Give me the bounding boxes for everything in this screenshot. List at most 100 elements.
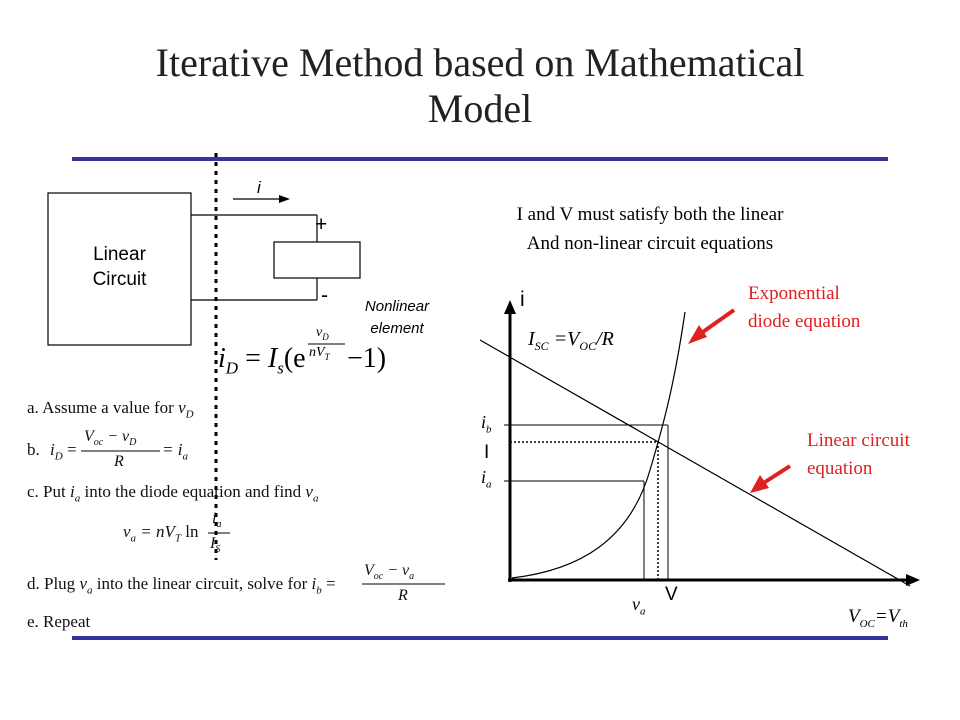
nonlinear-element-box (273, 241, 361, 279)
step-d-text2: into the linear circuit, solve for (92, 574, 312, 593)
step-b-rhs-sub: a (182, 450, 188, 463)
step-a-var: v (178, 398, 186, 417)
step-c-frac-num: ia (212, 510, 221, 530)
step-d-num-sub2: a (409, 571, 415, 583)
step-d-lhs-sub: b (316, 584, 322, 597)
step-b-rhs: = ia (162, 440, 188, 462)
ia-label-sub: a (486, 478, 492, 491)
ia-label: ia (481, 467, 492, 491)
isc-label-tail: /R (596, 328, 614, 350)
ia-label-var: i (481, 467, 487, 487)
step-d-eq: = (321, 574, 336, 593)
voc-label-sub: OC (859, 617, 875, 630)
diode-equation: iD = Is(e (218, 343, 306, 379)
step-b-den: R (114, 453, 124, 470)
step-c-frac-den-sub: S (215, 544, 221, 556)
linear-circuit-label-line2: Circuit (92, 269, 147, 290)
load-line (479, 339, 911, 587)
exp-note: Exponential diode equation (748, 280, 860, 336)
step-d-num: Voc − va (364, 562, 414, 582)
isc-label-sub: SC (534, 339, 549, 353)
top-rule (72, 157, 888, 161)
diode-exp-num: vD (316, 325, 329, 342)
step-c-eq-ln: ln (181, 522, 199, 541)
exp-note-line1: Exponential (748, 283, 840, 304)
step-d-text: d. Plug (27, 574, 80, 593)
step-c-eq-mid-sub: T (174, 532, 182, 545)
step-b-num-mid: − v (103, 428, 130, 445)
step-b-num-V: V (84, 428, 94, 445)
diode-exp-den-sub: T (324, 351, 330, 362)
slide-title-line2: Model (427, 86, 533, 131)
diode-exp-den-var: nV (309, 345, 325, 360)
step-c-text: c. Put (27, 482, 70, 501)
minus-sign: - (321, 284, 328, 307)
step-d: d. Plug va into the linear circuit, solv… (27, 574, 336, 596)
step-c-frac-den: IS (210, 535, 220, 555)
step-c-var: i (69, 482, 75, 501)
step-d-num-V: V (364, 562, 374, 579)
y-axis-arrow (504, 300, 516, 314)
step-c-frac-num-var: i (212, 510, 217, 527)
x-axis-label: V (665, 584, 678, 605)
va-label: va (632, 594, 646, 618)
ib-label: ib (481, 412, 492, 436)
bottom-rule (72, 636, 888, 640)
step-c-equation: va = nVT ln (123, 522, 199, 544)
step-c-eq-lhs-sub: a (130, 532, 137, 545)
slide-title: Iterative Method based on Mathematical M… (0, 40, 960, 132)
linear-circuit-block (47, 192, 192, 346)
step-b-rhs-var: = i (162, 440, 183, 459)
current-arrow-head (279, 195, 290, 203)
isc-label-eq: =V (553, 328, 580, 350)
step-b-lhs-var: i (50, 440, 55, 459)
step-c-sub: a (74, 492, 81, 505)
step-c-frac-num-sub: a (216, 519, 222, 531)
voc-label-eq-sub: th (899, 617, 908, 630)
step-d-var: v (79, 574, 87, 593)
step-c-var2: v (305, 482, 313, 501)
step-b-eq: = (62, 440, 77, 459)
step-a-text: a. Assume a value for (27, 398, 179, 417)
ib-label-sub: b (486, 423, 492, 436)
lin-note-line2: equation (807, 458, 873, 479)
ib-label-var: i (481, 412, 487, 432)
exp-note-line2: diode equation (748, 311, 861, 332)
diode-eq-Is-sub: s (277, 358, 284, 378)
step-c-eq-mid: = nV (136, 522, 175, 541)
step-c-eq-lhs: v (123, 522, 131, 541)
diode-eq-lhs-sub: D (225, 358, 239, 378)
isc-label: ISC =VOC/R (528, 328, 614, 354)
va-label-var: v (632, 594, 640, 614)
step-b-lhs-sub: D (54, 450, 63, 463)
x-axis-arrow (906, 574, 920, 586)
isc-label-I: I (528, 328, 535, 350)
linear-circuit-label: Linear Circuit (48, 242, 191, 292)
step-b-lhs: iD = (50, 440, 77, 462)
plus-sign: + (315, 213, 328, 236)
diode-exp-num-var: v (316, 325, 323, 340)
lin-note: Linear circuit equation (807, 427, 910, 483)
solution-current-label: I (484, 442, 490, 463)
diode-eq-tail: −1) (347, 343, 387, 374)
statement-line2: And non-linear circuit equations (526, 233, 774, 254)
nonlinear-element-label-line1: Nonlinear (364, 298, 430, 315)
lin-pointer-arrow (760, 464, 792, 486)
step-c: c. Put ia into the diode equation and fi… (27, 482, 318, 504)
diode-curve (511, 311, 686, 579)
current-label: i (257, 178, 261, 197)
diode-eq-equals: = (245, 343, 261, 374)
exp-pointer-arrow (698, 308, 736, 336)
step-b-num-sub: oc (93, 437, 104, 449)
statement: I and V must satisfy both the linear And… (440, 200, 860, 258)
step-c-sub2: a (312, 492, 319, 505)
step-c-text2: into the diode equation and find (80, 482, 306, 501)
step-a-sub: D (185, 408, 194, 421)
step-d-sub: a (86, 584, 93, 597)
step-d-lhs: i (311, 574, 317, 593)
step-b-prefix: b. (27, 440, 40, 459)
step-c-frac-den-var: I (210, 535, 216, 552)
y-axis-label: i (520, 288, 525, 311)
slide-title-line1: Iterative Method based on Mathematical (155, 40, 805, 85)
